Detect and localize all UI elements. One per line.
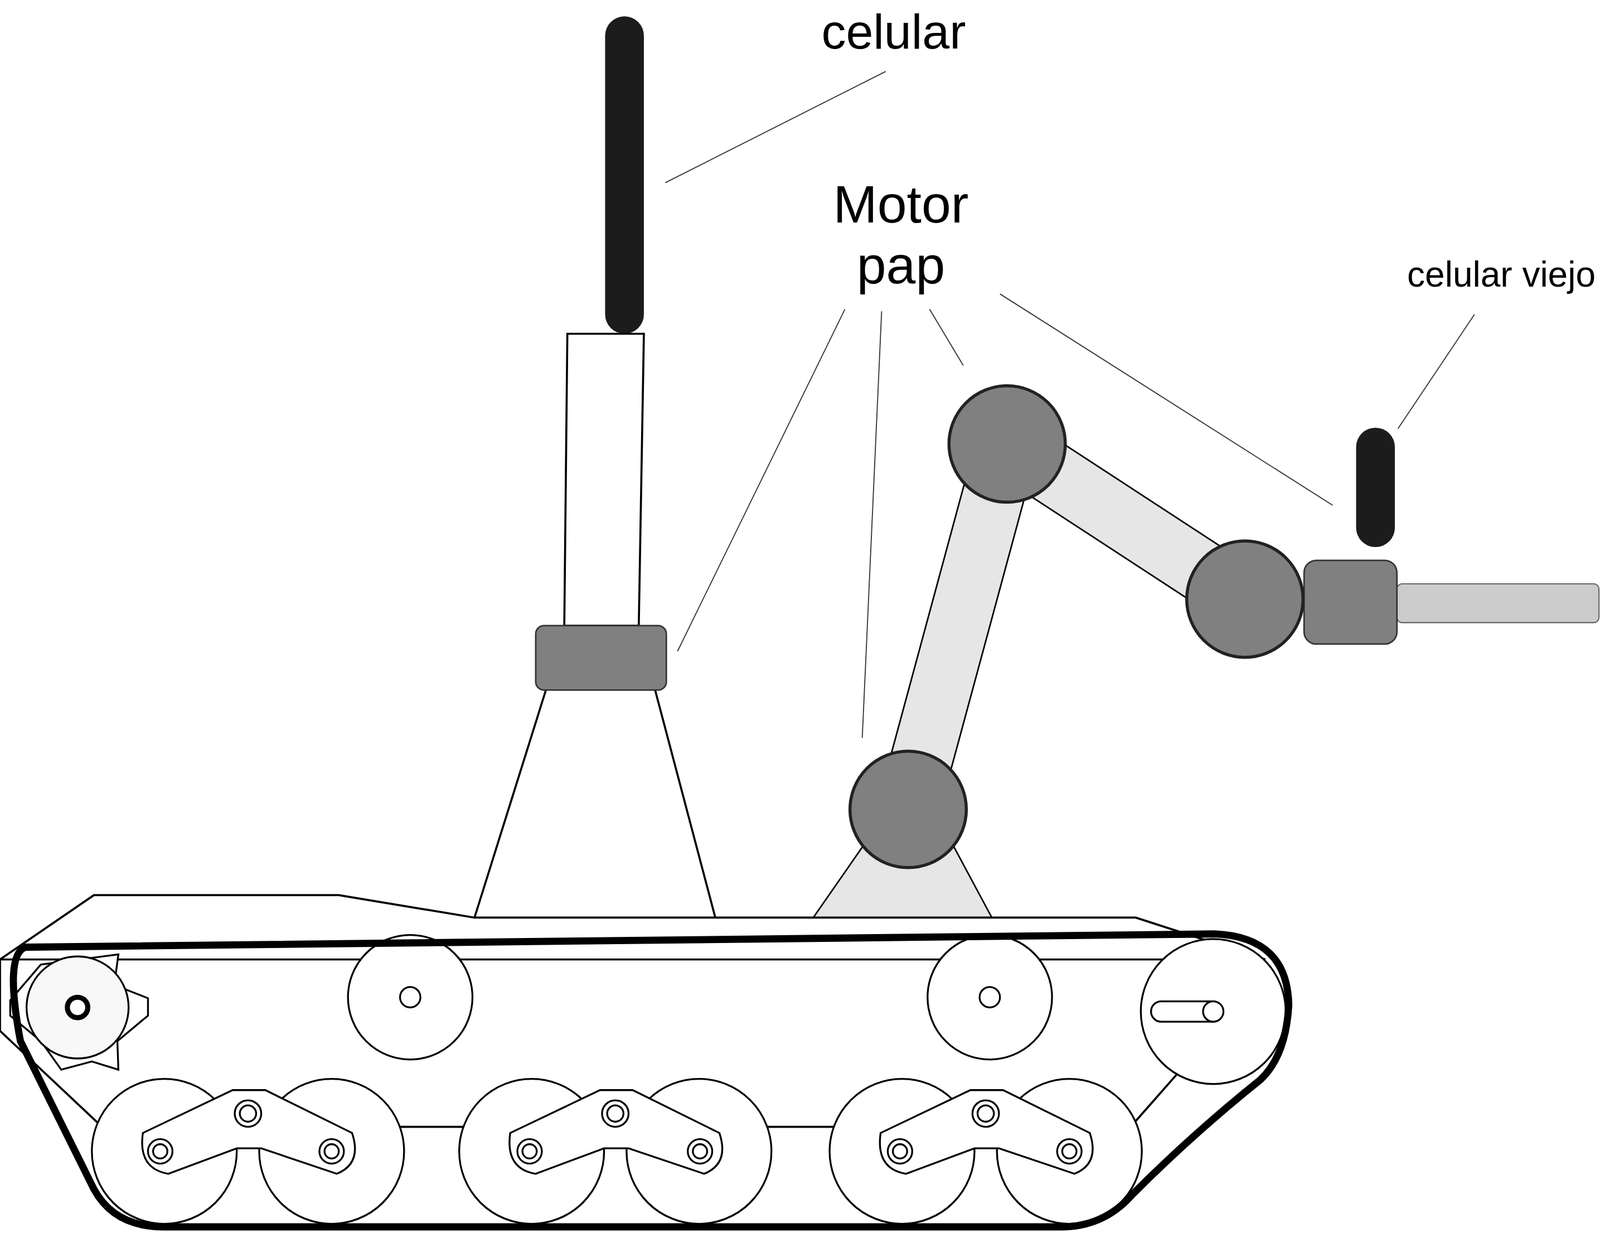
- joint-motor: [948, 385, 1066, 503]
- mast: [564, 333, 644, 626]
- phone: [604, 35, 644, 315]
- callout-label: celular: [821, 3, 966, 60]
- mast-base: [474, 689, 546, 918]
- pivot: [977, 1104, 994, 1122]
- wrist-motor: [1303, 560, 1398, 644]
- hub: [319, 1138, 344, 1164]
- bogie-arm: [509, 1089, 723, 1174]
- pivot: [972, 1099, 1000, 1127]
- return-roller: [347, 934, 473, 1060]
- return-roller: [927, 934, 1052, 1060]
- hub: [400, 986, 421, 1008]
- hub: [147, 1138, 173, 1164]
- pivot: [234, 1099, 262, 1127]
- callout-label: celular viejo: [1407, 254, 1596, 296]
- leader-line: [1398, 314, 1475, 429]
- track: [13, 933, 1289, 1227]
- hub: [979, 986, 1001, 1008]
- hub: [887, 1138, 913, 1164]
- callout-label: Motor pap: [833, 173, 969, 297]
- stepper-motor: [535, 625, 667, 690]
- leader-line: [862, 311, 882, 738]
- wheels: [10, 934, 1286, 1224]
- pivot: [239, 1104, 256, 1122]
- hull-line: [0, 958, 1266, 961]
- hub: [1062, 1143, 1077, 1159]
- old-phone: [1356, 447, 1396, 528]
- pivot: [602, 1099, 629, 1127]
- hub: [1203, 1001, 1224, 1022]
- mast-base: [655, 689, 716, 918]
- leader-line: [677, 309, 845, 652]
- drive-sprocket: [26, 956, 129, 1059]
- hub: [517, 1138, 542, 1164]
- joint-motor: [850, 750, 967, 868]
- pivot: [607, 1104, 624, 1122]
- bogie-arm: [142, 1089, 356, 1174]
- bogie-arm: [879, 1089, 1093, 1174]
- idler-wheel: [1140, 938, 1286, 1084]
- leader-lines: [665, 71, 1475, 738]
- joint-motor: [1186, 540, 1304, 658]
- leader-line: [665, 71, 886, 183]
- hub: [324, 1143, 339, 1159]
- hub: [67, 996, 89, 1018]
- leader-line: [929, 309, 963, 366]
- hub: [893, 1143, 908, 1159]
- hub: [153, 1143, 168, 1159]
- hub: [692, 1143, 708, 1159]
- hub: [687, 1138, 713, 1164]
- hub: [1057, 1138, 1082, 1164]
- hull-top: [0, 894, 1266, 959]
- hub: [522, 1143, 537, 1159]
- sprocket-teeth: [10, 953, 148, 1070]
- gripper-bar: [1397, 583, 1599, 623]
